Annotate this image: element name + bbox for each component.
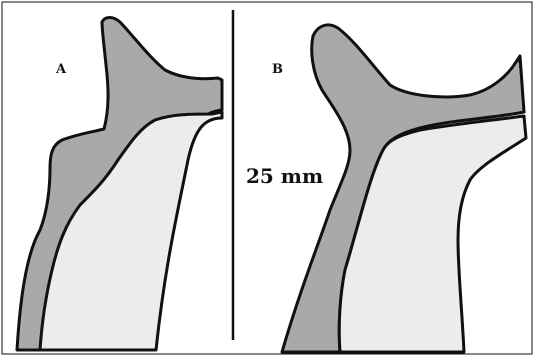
panel-a-diagram xyxy=(17,18,222,351)
scale-label: 25 mm xyxy=(244,164,325,188)
panel-b-label: B xyxy=(272,62,283,77)
panel-a-label: A xyxy=(56,62,66,77)
panel-b-diagram xyxy=(282,25,526,352)
